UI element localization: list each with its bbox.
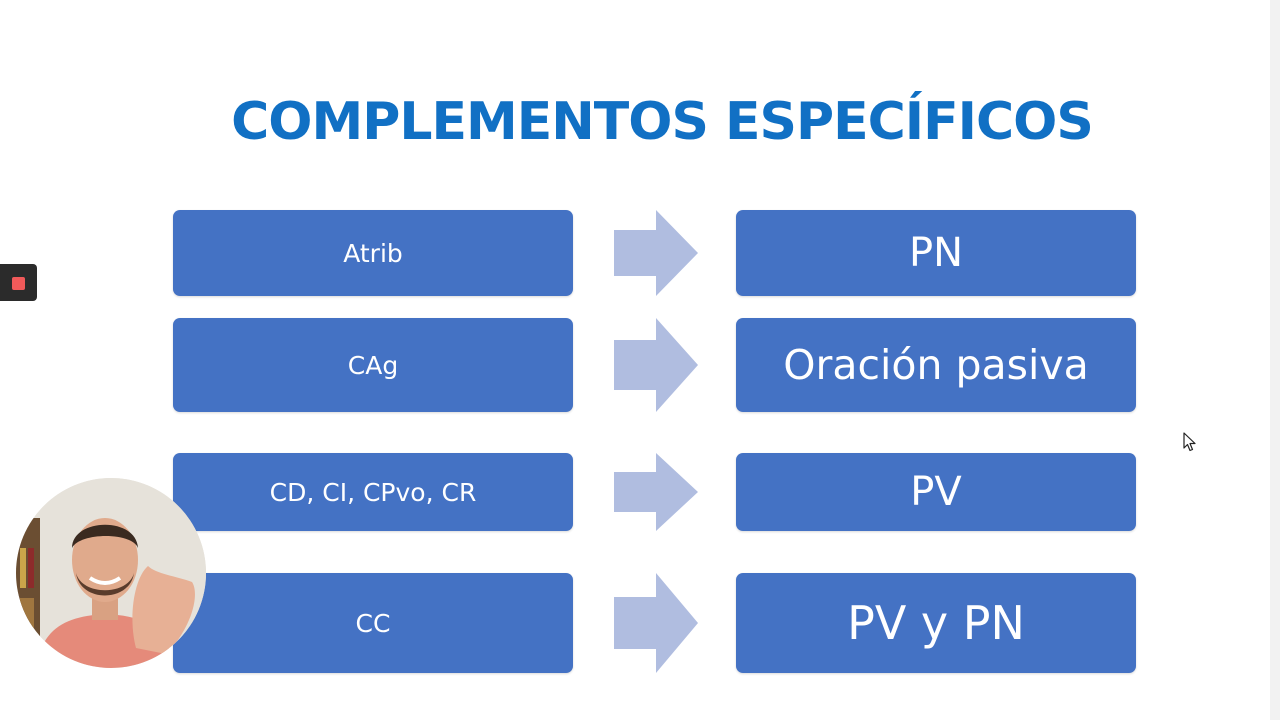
slide-title: COMPLEMENTOS ESPECÍFICOS <box>231 92 1094 152</box>
mouse-pointer-icon <box>1183 432 1197 456</box>
webcam-overlay[interactable] <box>16 478 206 668</box>
left-box-cc: CC <box>173 573 573 673</box>
arrow-right-icon <box>614 453 698 531</box>
vertical-scrollbar[interactable] <box>1270 0 1280 720</box>
right-box-oracion-pasiva: Oración pasiva <box>736 318 1136 412</box>
left-box-cd-ci-cpvo-cr: CD, CI, CPvo, CR <box>173 453 573 531</box>
left-box-cag: CAg <box>173 318 573 412</box>
arrow-right-icon <box>614 573 698 673</box>
right-box-pn: PN <box>736 210 1136 296</box>
presenter-video <box>16 478 206 668</box>
right-box-pv: PV <box>736 453 1136 531</box>
right-box-pv-y-pn: PV y PN <box>736 573 1136 673</box>
left-box-atrib: Atrib <box>173 210 573 296</box>
record-stop-icon <box>12 277 25 290</box>
record-stop-button[interactable] <box>0 264 37 301</box>
arrow-right-icon <box>614 210 698 296</box>
arrow-right-icon <box>614 318 698 412</box>
